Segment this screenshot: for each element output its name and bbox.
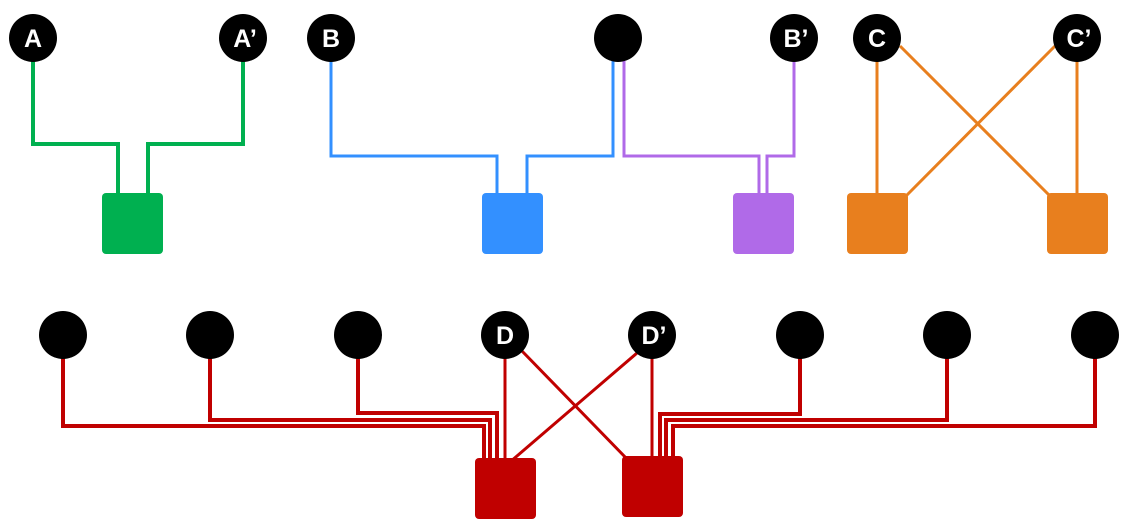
node-a[interactable]: A bbox=[9, 14, 57, 62]
node-d-8-circle bbox=[1071, 311, 1119, 359]
node-c-prime-label: C’ bbox=[1067, 25, 1092, 53]
node-a-prime-circle bbox=[219, 14, 267, 62]
wire-d-prime-to-block-d-left bbox=[509, 351, 638, 464]
wire-c-to-block-c-right bbox=[898, 44, 1052, 198]
node-d-6-circle bbox=[776, 311, 824, 359]
node-b-shared[interactable] bbox=[594, 14, 642, 62]
node-d-label: D bbox=[496, 322, 514, 350]
node-d-prime-circle bbox=[628, 311, 676, 359]
node-d-6[interactable] bbox=[776, 311, 824, 359]
wire-d-n3-to-block-d-left bbox=[356, 358, 499, 462]
node-d-8[interactable] bbox=[1071, 311, 1119, 359]
node-a-label: A bbox=[24, 25, 42, 53]
node-c-circle bbox=[853, 14, 901, 62]
node-d-2-circle bbox=[186, 311, 234, 359]
wire-b-to-block-b bbox=[329, 60, 499, 196]
block-c-left[interactable] bbox=[847, 193, 908, 254]
wire-group-b bbox=[329, 60, 615, 196]
wire-d-n7-to-block-d-right bbox=[664, 358, 949, 460]
block-c-right[interactable] bbox=[1047, 193, 1108, 254]
node-d-1-circle bbox=[39, 311, 87, 359]
node-a-circle bbox=[9, 14, 57, 62]
node-b[interactable]: B bbox=[307, 14, 355, 62]
node-a-prime-label: A’ bbox=[233, 25, 257, 53]
node-b-label: B bbox=[322, 25, 340, 53]
wire-a-prime-to-block-a bbox=[146, 60, 245, 196]
block-b[interactable] bbox=[482, 193, 543, 254]
block-d-left[interactable] bbox=[475, 458, 536, 519]
wire-d-n1-to-block-d-left bbox=[61, 358, 486, 462]
block-d-right[interactable] bbox=[622, 456, 683, 517]
node-c[interactable]: C bbox=[853, 14, 901, 62]
node-d-3-circle bbox=[334, 311, 382, 359]
node-b-circle bbox=[307, 14, 355, 62]
nodes-layer: A A’ B B’ C C’ bbox=[9, 14, 1119, 359]
wire-b-shared-to-block-b-prime bbox=[622, 60, 761, 196]
block-a[interactable] bbox=[102, 193, 163, 254]
node-d-2[interactable] bbox=[186, 311, 234, 359]
blocks-layer bbox=[102, 193, 1108, 519]
node-d-7-circle bbox=[923, 311, 971, 359]
node-d[interactable]: D bbox=[481, 311, 529, 359]
node-d-prime[interactable]: D’ bbox=[628, 311, 676, 359]
node-c-prime[interactable]: C’ bbox=[1053, 14, 1101, 62]
wire-b-shared-to-block-b bbox=[525, 60, 615, 196]
wire-d-n6-to-block-d-right bbox=[658, 358, 802, 460]
wire-group-b-prime bbox=[622, 60, 796, 196]
node-a-prime[interactable]: A’ bbox=[219, 14, 267, 62]
node-b-prime-label: B’ bbox=[784, 25, 809, 53]
node-d-1[interactable] bbox=[39, 311, 87, 359]
node-b-shared-circle bbox=[594, 14, 642, 62]
node-d-prime-label: D’ bbox=[642, 322, 667, 350]
wire-d-n2-to-block-d-left bbox=[208, 358, 492, 462]
node-b-prime[interactable]: B’ bbox=[770, 14, 818, 62]
wire-group-c bbox=[875, 44, 1079, 198]
node-d-7[interactable] bbox=[923, 311, 971, 359]
wire-c-prime-to-block-c-left bbox=[904, 44, 1057, 198]
wire-b-prime-to-block-b-prime bbox=[765, 60, 796, 196]
wire-group-a bbox=[31, 60, 245, 196]
wire-group-d bbox=[61, 348, 1097, 464]
node-d-circle bbox=[481, 311, 529, 359]
node-d-3[interactable] bbox=[334, 311, 382, 359]
node-c-prime-circle bbox=[1053, 14, 1101, 62]
wire-d-n8-to-block-d-right bbox=[671, 358, 1097, 460]
node-b-prime-circle bbox=[770, 14, 818, 62]
block-b-prime[interactable] bbox=[733, 193, 794, 254]
wires-layer bbox=[31, 44, 1097, 464]
wire-a-to-block-a bbox=[31, 60, 120, 196]
node-c-label: C bbox=[868, 25, 886, 53]
